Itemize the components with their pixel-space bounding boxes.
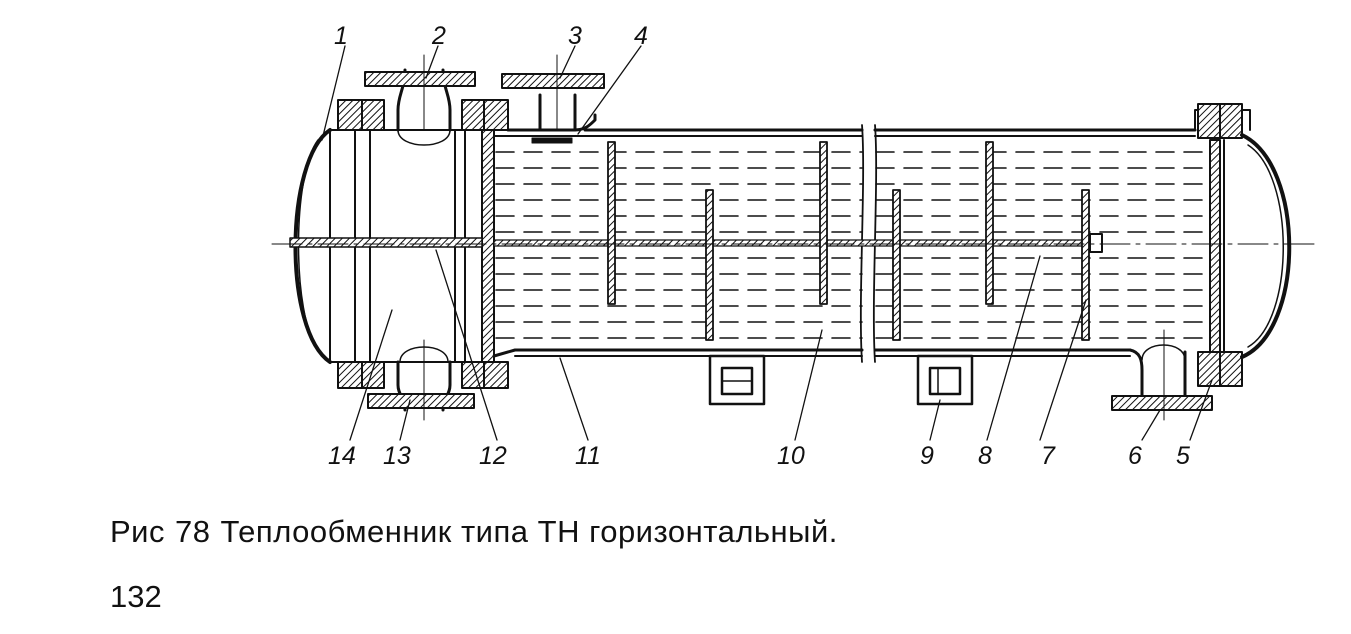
callout-5: 5	[1176, 442, 1190, 470]
nozzle-bottom-right	[1128, 348, 1187, 400]
callout-2: 2	[431, 22, 446, 50]
right-head-cover	[1240, 133, 1292, 359]
callout-12: 12	[479, 442, 507, 470]
callout-1: 1	[334, 22, 348, 50]
tube-bundle	[495, 151, 1211, 339]
nozzle-top-middle	[538, 93, 577, 132]
callout-14: 14	[328, 442, 356, 470]
shell-top	[506, 113, 864, 132]
callout-11: 11	[575, 442, 601, 470]
caption-text: Теплообменник типа ТН горизонтальный.	[220, 514, 838, 549]
saddle-supports	[708, 354, 974, 406]
right-tube-sheet	[1209, 139, 1221, 353]
callout-8: 8	[978, 442, 992, 470]
callout-7: 7	[1041, 442, 1056, 470]
callout-6: 6	[1128, 442, 1142, 470]
callout-10: 10	[777, 442, 805, 470]
figure-caption: Рис 78 Теплообменник типа ТН горизонтальны…	[110, 514, 848, 550]
partition-plate	[289, 237, 483, 248]
leader-lines	[321, 45, 1213, 441]
left-tube-sheet	[481, 127, 495, 365]
callout-3: 3	[568, 22, 582, 50]
callout-13: 13	[383, 442, 411, 470]
baffles	[607, 141, 1090, 341]
caption-fig: Рис	[110, 514, 165, 549]
callout-4: 4	[634, 22, 648, 50]
caption-number: 78	[175, 514, 211, 549]
callout-9: 9	[920, 442, 934, 470]
shell-bottom	[492, 348, 864, 358]
tie-rod	[493, 239, 1095, 247]
page-number: 132	[110, 579, 162, 614]
